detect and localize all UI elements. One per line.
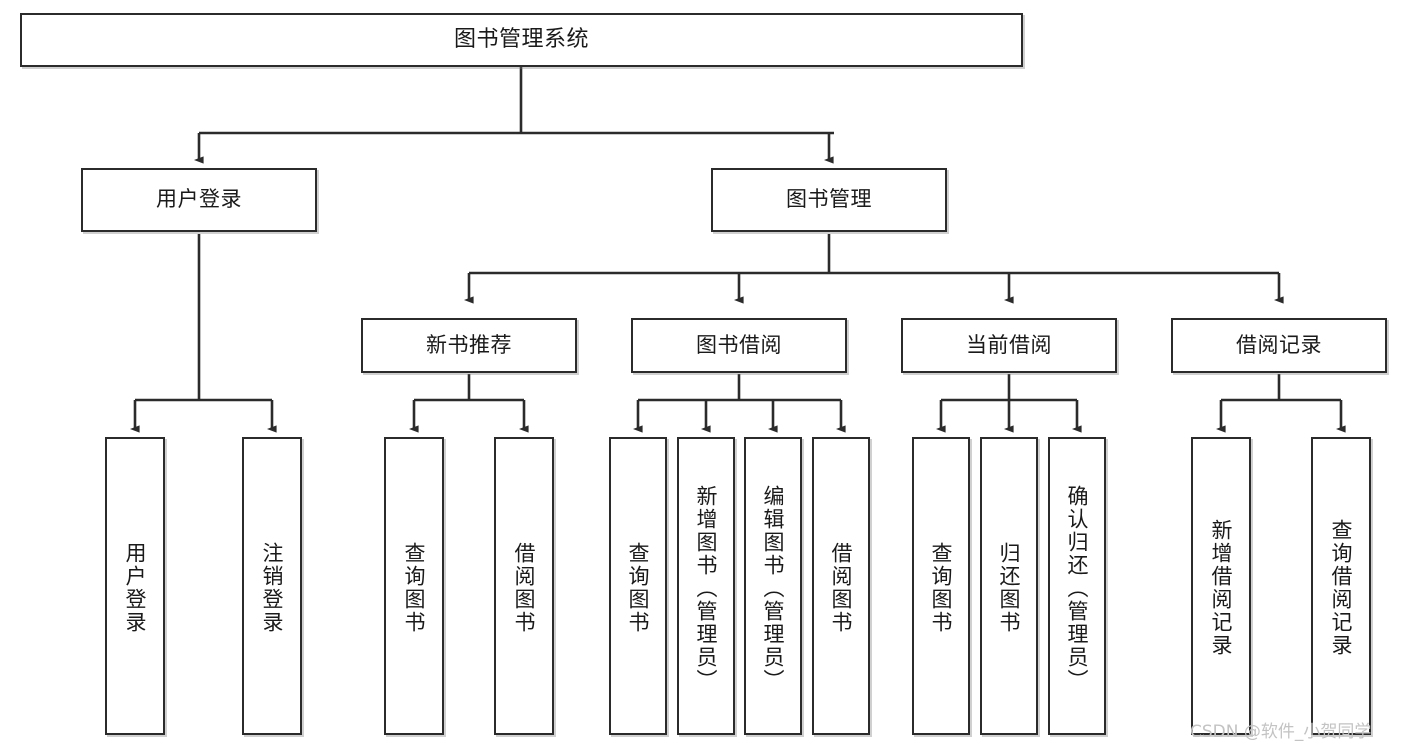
leaf-user-login-logout[interactable]: 注销登录 xyxy=(242,437,302,735)
node-current-borrow[interactable]: 当前借阅 xyxy=(901,318,1117,373)
node-label: 查询图书 xyxy=(929,542,954,634)
leaf-borrow-query-book[interactable]: 查询图书 xyxy=(609,437,667,735)
leaf-current-query-book[interactable]: 查询图书 xyxy=(912,437,970,735)
node-label: 注销登录 xyxy=(260,542,285,634)
node-root-system[interactable]: 图书管理系统 xyxy=(20,13,1023,67)
node-label: 当前借阅 xyxy=(966,332,1052,357)
node-label: 查询图书 xyxy=(626,542,651,634)
node-label: 新增借阅记录 xyxy=(1209,519,1234,657)
leaf-user-login-login[interactable]: 用户登录 xyxy=(105,437,165,735)
leaf-new-book-query[interactable]: 查询图书 xyxy=(384,437,444,735)
node-label: 图书管理系统 xyxy=(453,26,589,52)
node-label: 图书借阅 xyxy=(696,332,782,357)
node-label: 用户登录 xyxy=(123,542,148,634)
node-label: 编辑图书（管理员） xyxy=(761,484,786,692)
node-label: 借阅记录 xyxy=(1236,332,1322,357)
leaf-borrow-add-book-admin[interactable]: 新增图书（管理员） xyxy=(677,437,735,735)
node-label: 借阅图书 xyxy=(512,542,537,634)
node-label: 用户登录 xyxy=(156,187,242,212)
node-label: 确认归还（管理员） xyxy=(1065,484,1090,692)
node-label: 查询图书 xyxy=(402,542,427,634)
node-book-management[interactable]: 图书管理 xyxy=(711,168,947,232)
node-label: 借阅图书 xyxy=(829,542,854,634)
node-book-borrow[interactable]: 图书借阅 xyxy=(631,318,847,373)
csdn-watermark: CSDN @软件_小贺同学 xyxy=(1190,722,1372,742)
leaf-borrow-edit-book-admin[interactable]: 编辑图书（管理员） xyxy=(744,437,802,735)
node-label: 新书推荐 xyxy=(426,332,512,357)
node-label: 查询借阅记录 xyxy=(1329,519,1354,657)
node-label: 图书管理 xyxy=(786,187,872,212)
node-label: 归还图书 xyxy=(997,542,1022,634)
leaf-current-confirm-return-admin[interactable]: 确认归还（管理员） xyxy=(1048,437,1106,735)
leaf-new-book-borrow[interactable]: 借阅图书 xyxy=(494,437,554,735)
node-new-book-recommend[interactable]: 新书推荐 xyxy=(361,318,577,373)
node-user-login[interactable]: 用户登录 xyxy=(81,168,317,232)
leaf-borrow-borrow-book[interactable]: 借阅图书 xyxy=(812,437,870,735)
node-label: 新增图书（管理员） xyxy=(694,484,719,692)
leaf-record-query-record[interactable]: 查询借阅记录 xyxy=(1311,437,1371,735)
leaf-record-add-record[interactable]: 新增借阅记录 xyxy=(1191,437,1251,735)
leaf-current-return-book[interactable]: 归还图书 xyxy=(980,437,1038,735)
node-borrow-record[interactable]: 借阅记录 xyxy=(1171,318,1387,373)
